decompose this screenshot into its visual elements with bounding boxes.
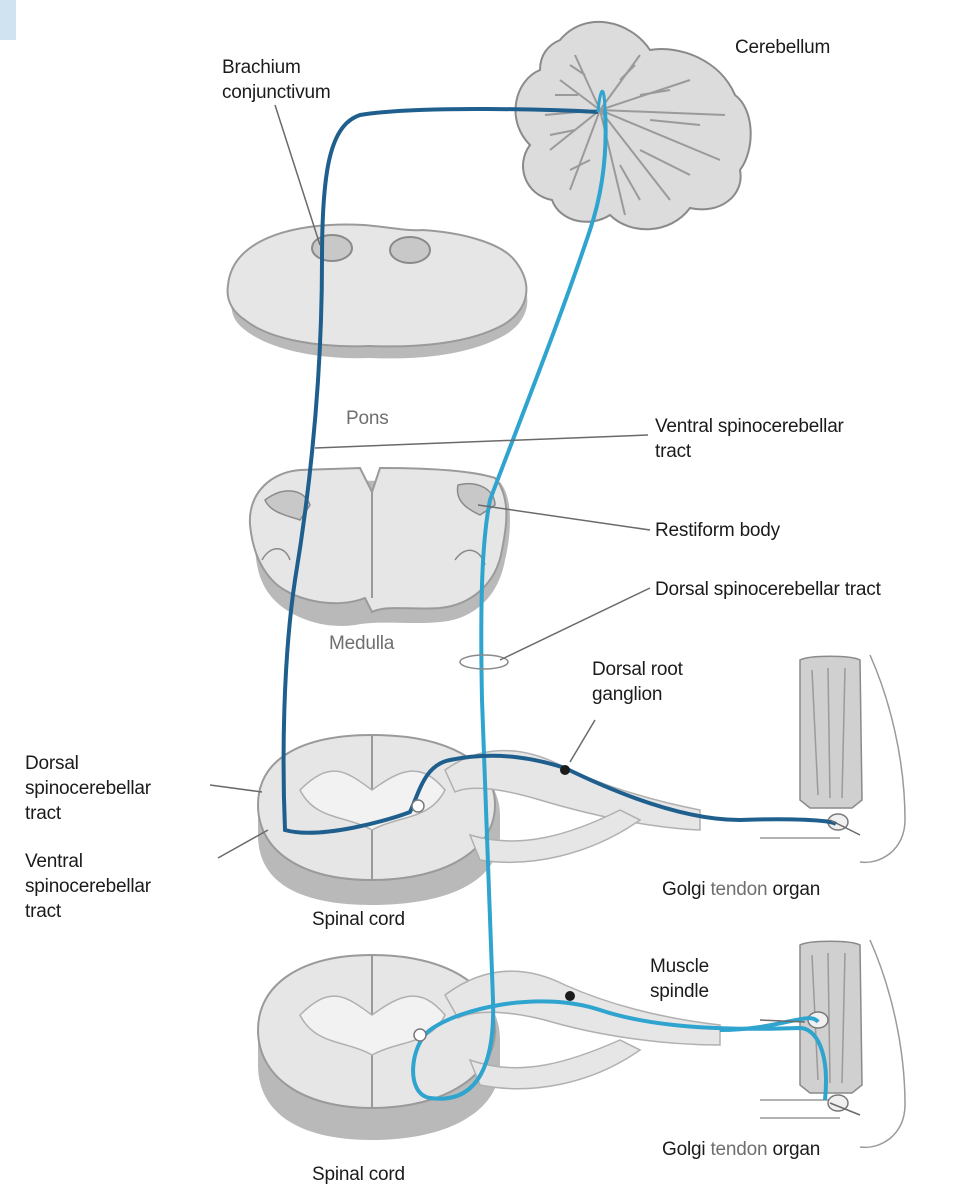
muscle-spindle-line2: spindle	[650, 980, 709, 1004]
ventral-tract-left-line3: tract	[25, 900, 61, 924]
dorsal-tract-left-line3: tract	[25, 802, 61, 826]
spinal-cord-2-label: Spinal cord	[312, 1163, 405, 1187]
muscle-spindle-line1: Muscle	[650, 955, 709, 979]
dorsal-tract-right-label: Dorsal spinocerebellar tract	[655, 578, 881, 602]
dorsal-tract-outline	[460, 655, 508, 669]
spinal-cord-1-shape	[258, 735, 700, 905]
organ-word-2: organ	[772, 1139, 820, 1160]
ventral-spinocerebellar-tract-dark	[284, 109, 836, 833]
ventral-tract-left-line1: Ventral	[25, 850, 83, 874]
ventral-tract-left-line2: spinocerebellar	[25, 875, 151, 899]
golgi-tendon-organ-2-label: Golgi tendon organ	[662, 1138, 820, 1162]
brachium-label-line1: Brachium	[222, 56, 301, 80]
golgi-word-1: Golgi	[662, 879, 705, 900]
ventral-tract-top-line2: tract	[655, 440, 691, 464]
pons-shape	[228, 224, 528, 358]
ganglion-marker-1	[560, 765, 570, 775]
cerebellum-shape	[516, 22, 751, 229]
ganglion-marker-2	[565, 991, 575, 1001]
golgi-tendon-organ-1-label: Golgi tendon organ	[662, 878, 820, 902]
organ-word-1: organ	[772, 879, 820, 900]
dorsal-tract-left-line2: spinocerebellar	[25, 777, 151, 801]
brachium-label-line2: conjunctivum	[222, 81, 330, 105]
drg-label-line1: Dorsal root	[592, 658, 683, 682]
drg-label-line2: ganglion	[592, 683, 662, 707]
muscle-tendon-1	[760, 655, 905, 862]
tendon-word-1: tendon	[710, 879, 767, 900]
restiform-body-label: Restiform body	[655, 519, 780, 543]
medulla-label: Medulla	[329, 632, 394, 656]
spinal-cord-1-label: Spinal cord	[312, 908, 405, 932]
medulla-shape	[250, 468, 510, 626]
ventral-tract-top-line1: Ventral spinocerebellar	[655, 415, 844, 439]
cerebellum-label: Cerebellum	[735, 36, 830, 60]
cell-body-2	[414, 1029, 426, 1041]
golgi-word-2: Golgi	[662, 1139, 705, 1160]
tendon-word-2: tendon	[710, 1139, 767, 1160]
dorsal-tract-left-line1: Dorsal	[25, 752, 79, 776]
muscle-tendon-2	[760, 940, 905, 1147]
pons-label: Pons	[346, 407, 389, 431]
cell-body-1	[412, 800, 424, 812]
